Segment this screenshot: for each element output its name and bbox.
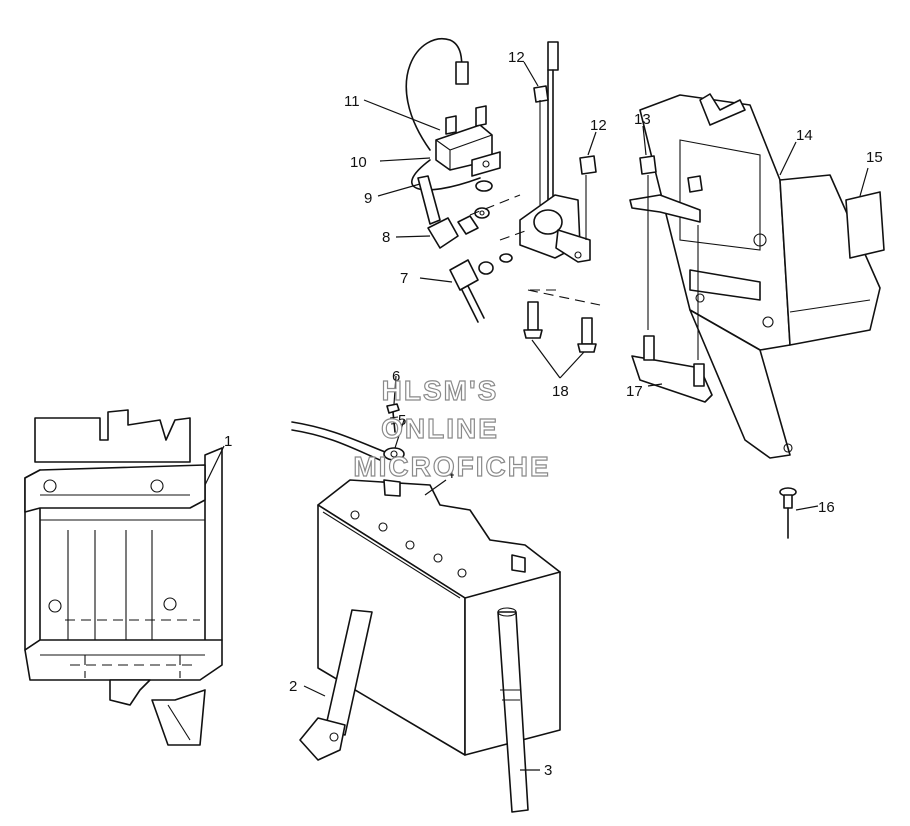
mounting-bracket-part-14 xyxy=(629,93,881,459)
callout-7: 7 xyxy=(400,270,408,287)
solenoid-assembly xyxy=(405,37,601,353)
battery-holder-part-1 xyxy=(24,409,223,746)
callout-10: 10 xyxy=(350,154,367,171)
callout-8: 8 xyxy=(382,229,390,246)
callout-12-upper: 12 xyxy=(508,49,525,66)
callout-4: 4 xyxy=(446,465,454,482)
plate-part-17 xyxy=(631,335,713,403)
watermark-line-1: HLSM'S xyxy=(382,375,499,406)
callout-5: 5 xyxy=(398,412,406,429)
callout-11: 11 xyxy=(344,93,360,110)
label-plate-part-15 xyxy=(845,191,885,259)
cable-part-2 xyxy=(299,609,373,761)
callout-15: 15 xyxy=(866,149,883,166)
callout-labels: 1 2 3 4 5 6 7 8 9 10 11 12 12 13 14 15 1… xyxy=(224,49,883,779)
callout-18: 18 xyxy=(552,383,569,400)
positive-cable-part-5 xyxy=(291,421,405,461)
screw-part-6 xyxy=(386,403,400,433)
rivet-part-16 xyxy=(779,487,797,539)
callout-2: 2 xyxy=(289,678,297,695)
watermark: HLSM'S ONLINE MICROFICHE xyxy=(353,374,550,482)
watermark-line-2: ONLINE xyxy=(381,413,499,444)
callout-12-lower: 12 xyxy=(590,117,607,134)
callout-16: 16 xyxy=(818,499,835,516)
callout-3: 3 xyxy=(544,762,552,779)
leader-lines xyxy=(204,61,869,771)
callout-14: 14 xyxy=(796,127,813,144)
callout-6: 6 xyxy=(392,368,400,385)
callout-9: 9 xyxy=(364,190,372,207)
callout-17: 17 xyxy=(626,383,643,400)
watermark-line-3: MICROFICHE xyxy=(353,451,550,482)
callout-1: 1 xyxy=(224,433,232,450)
callout-13: 13 xyxy=(634,111,651,128)
vent-tube-part-3 xyxy=(497,607,529,813)
